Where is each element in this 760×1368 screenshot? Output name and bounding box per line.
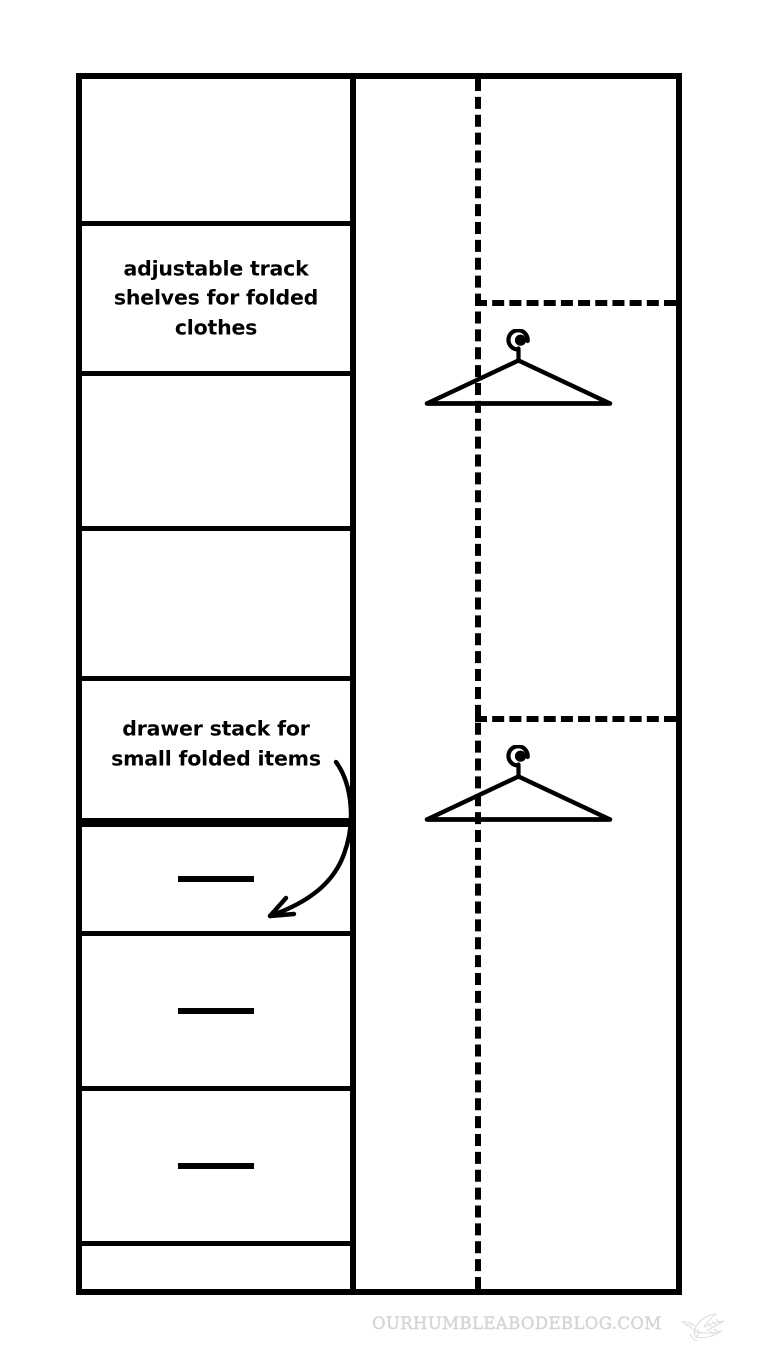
shelf-cell-top-shelf[interactable] [82,79,350,226]
closet-frame: adjustable track shelves for folded clot… [76,73,682,1295]
drawer-1[interactable] [82,827,350,936]
drawer-pull-icon[interactable] [178,876,254,882]
hanger-icon [424,329,613,406]
shelf-cell-labeled-shelf[interactable]: adjustable track shelves for folded clot… [82,226,350,376]
shelf-and-drawer-tower: adjustable track shelves for folded clot… [82,79,356,1289]
double-hang-section [356,79,676,1289]
drawer-pull-icon[interactable] [178,1163,254,1169]
shelf-cell-shelf-4[interactable] [82,531,350,681]
drawer-3[interactable] [82,1091,350,1246]
drawer-2[interactable] [82,936,350,1091]
toe-kick [82,1246,350,1285]
dashed-vertical-guide [475,79,481,1289]
watermark-text: OURHUMBLEABODEBLOG.COM [372,1313,662,1333]
watermark: OURHUMBLEABODEBLOG.COM [372,1300,724,1346]
hanger-icon [424,745,613,822]
shelf-cell-shelf-3[interactable] [82,376,350,531]
drawer-pull-icon[interactable] [178,1008,254,1014]
bird-icon [679,1313,724,1342]
adjustable-shelves-label: adjustable track shelves for folded clot… [113,255,319,340]
lower-hanging-rod [475,716,676,722]
upper-hanging-rod [475,300,676,306]
shelf-cell-drawer-callout-shelf[interactable]: drawer stack for small folded items [82,681,350,827]
drawer-stack-label: drawer stack for small folded items [111,716,321,771]
